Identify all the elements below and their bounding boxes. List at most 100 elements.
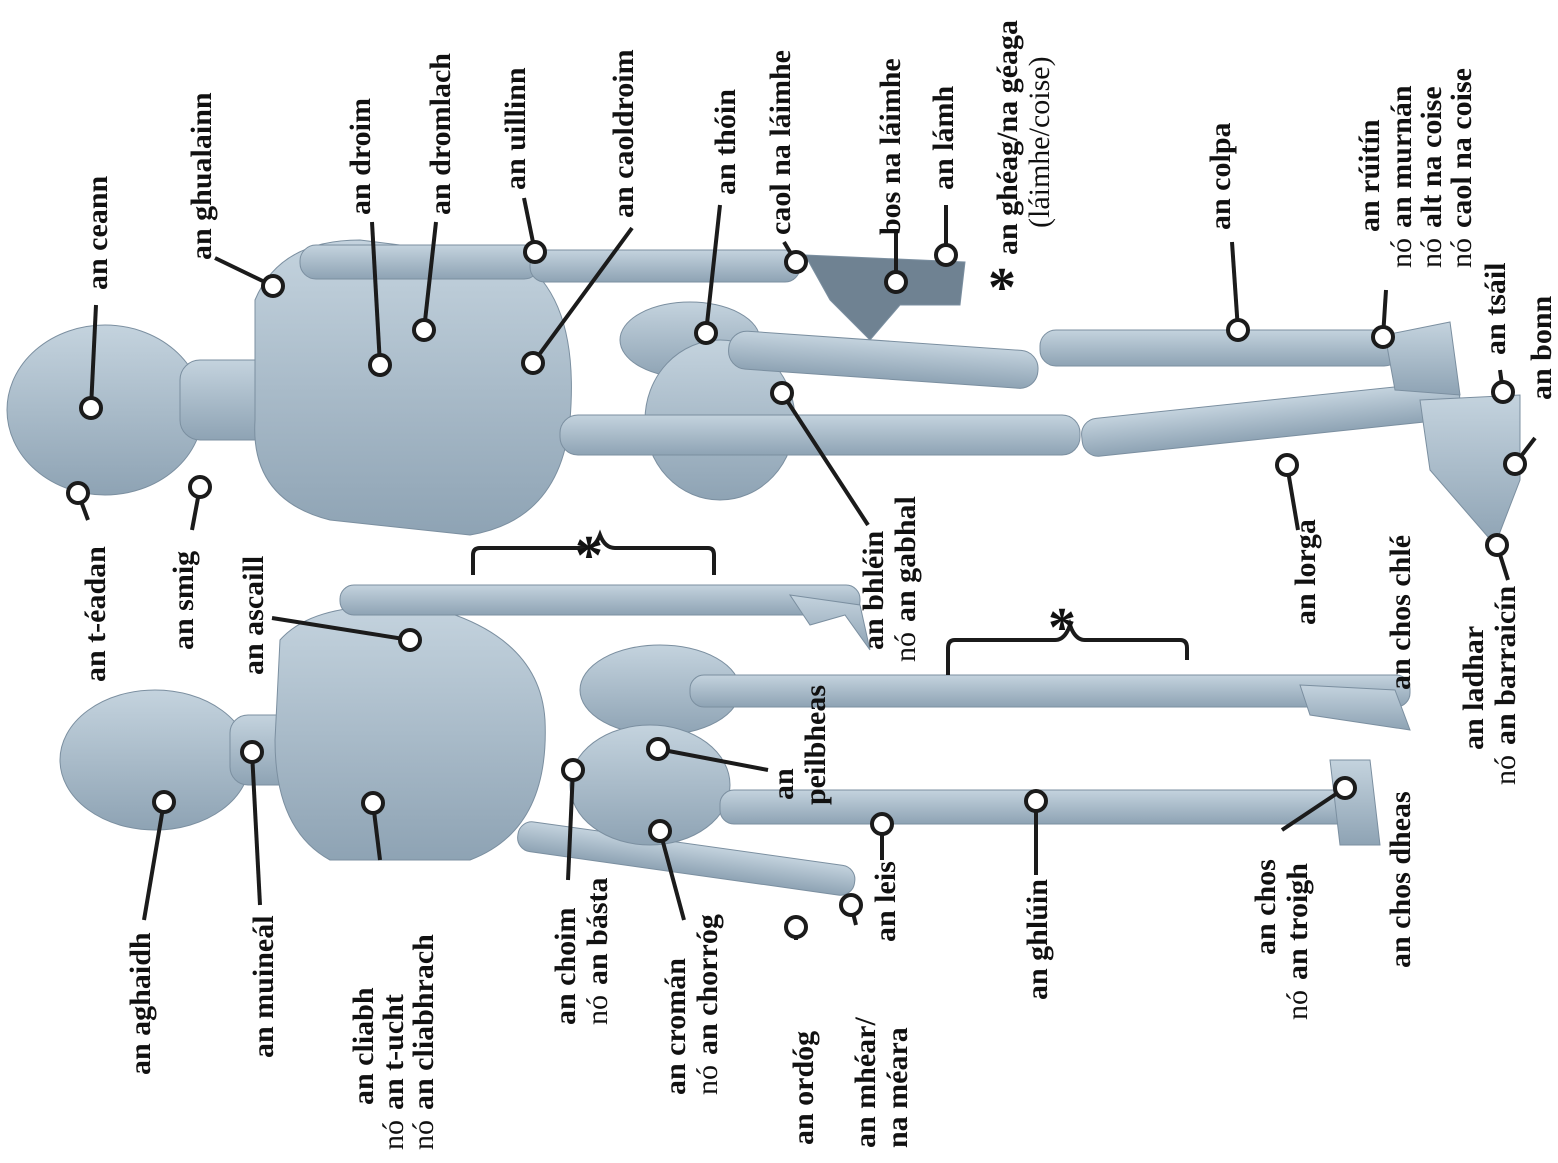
label-cliabhrach: an cliabhrach [408, 934, 440, 1110]
back-hand [805, 255, 965, 340]
label-aghaidh: an aghaidh [125, 932, 157, 1075]
marker-tsail [1493, 382, 1513, 402]
label-ceann: an ceann [82, 176, 114, 290]
star-arm: * [575, 540, 603, 572]
back-head [7, 325, 203, 495]
marker-muineal [242, 742, 262, 762]
label-choim: an choim [550, 907, 582, 1025]
label-ladhar: an ladhar [1458, 626, 1490, 750]
label-croman: an cromán [660, 958, 692, 1095]
label-ghualainn: an ghualainn [186, 92, 218, 260]
back-shin-2 [1080, 380, 1462, 458]
label-barraicin: an barraicín [1490, 586, 1522, 745]
label-muineal: an muineál [248, 915, 280, 1058]
label-ascaill: an ascaill [238, 556, 270, 675]
label-lorga: an lorga [1290, 519, 1322, 625]
label-chos: an chos [1250, 859, 1282, 955]
marker-ghualainn [263, 276, 283, 296]
label-uillinn: an uillinn [500, 67, 532, 190]
label-bonn: an bonn [1526, 296, 1558, 400]
label-geag-sub: (láimhe/coise) [1024, 56, 1056, 228]
marker-choim [563, 760, 583, 780]
label-meara: na méara [882, 1027, 914, 1148]
label-chorrog: an chorróg [692, 914, 724, 1055]
label-alt-coise: alt na coise [1416, 86, 1448, 228]
marker-croman [650, 821, 670, 841]
marker-ascaill [400, 630, 420, 650]
back-torso [255, 240, 572, 535]
marker-lorga [1277, 455, 1297, 475]
label-croman-no: nó [692, 1065, 724, 1095]
marker-leis [872, 814, 892, 834]
marker-mhear [841, 895, 861, 915]
marker-thoin [696, 323, 716, 343]
label-gabhal: an gabhal [890, 496, 922, 622]
label-droim: an droim [345, 98, 377, 215]
label-caol-laimhe: caol na láimhe [765, 50, 797, 235]
label-chos-no: nó [1282, 990, 1314, 1020]
marker-ordog [786, 917, 806, 937]
label-mhear: an mhéar/ [850, 1017, 882, 1148]
marker-bos-laimhe [886, 272, 906, 292]
label-bos-laimhe: bos na láimhe [875, 58, 907, 235]
label-geag: an ghéag/na géaga [992, 20, 1024, 255]
marker-smig [190, 477, 210, 497]
label-ruitin-no-3: nó [1446, 238, 1478, 268]
marker-cliabh [363, 793, 383, 813]
front-foot-raised [1300, 685, 1410, 730]
label-ghluin: an ghlúin [1022, 879, 1054, 1000]
label-bhlein: an bhléin [858, 531, 890, 650]
label-leis: an leis [870, 861, 902, 942]
front-arm-raised [340, 585, 860, 615]
marker-peilbheas [648, 739, 668, 759]
back-upper-arm [300, 245, 540, 279]
marker-teadan [68, 483, 88, 503]
label-murnan: an murnán [1386, 85, 1418, 228]
label-cliabh: an cliabh [348, 987, 380, 1105]
marker-ladhar [1487, 535, 1507, 555]
marker-bhlein [772, 383, 792, 403]
label-cliabh-no-1: nó [378, 1120, 410, 1150]
leader-line-choim [568, 770, 573, 880]
leader-line-colpa [1232, 242, 1238, 330]
marker-colpa [1228, 320, 1248, 340]
label-tucht: an t-ucht [378, 994, 410, 1110]
label-bhlein-no: nó [890, 632, 922, 662]
label-dromlach: an dromlach [425, 53, 457, 215]
label-thoin: an thóin [710, 89, 742, 195]
label-ruitin-no-2: nó [1416, 238, 1448, 268]
label-lamh: an lámh [928, 86, 960, 190]
label-choim-no: nó [582, 995, 614, 1025]
marker-uillinn [525, 242, 545, 262]
label-ladhar-no: nó [1490, 755, 1522, 785]
leader-line-bhlein [782, 393, 868, 525]
label-cliabh-no-2: nó [408, 1120, 440, 1150]
label-colpa: an colpa [1205, 122, 1237, 230]
label-troigh: an troigh [1282, 863, 1314, 980]
marker-droim [370, 355, 390, 375]
marker-lamh [936, 245, 956, 265]
label-peilbheas-2: peilbheas [800, 685, 832, 805]
marker-bonn [1505, 454, 1525, 474]
label-chos-dheas: an chos dheas [1385, 791, 1417, 968]
back-foot-1 [1385, 322, 1460, 395]
back-forearm [530, 250, 800, 282]
marker-chos [1335, 778, 1355, 798]
label-tsail: an tsáil [1480, 262, 1512, 355]
marker-ruitin [1373, 327, 1393, 347]
marker-dromlach [414, 320, 434, 340]
label-caoldroim: an caoldroim [608, 49, 640, 218]
label-smig: an smig [168, 551, 200, 650]
label-basta: an básta [582, 877, 614, 985]
marker-ghluin [1026, 791, 1046, 811]
label-caol-coise: caol na coise [1446, 68, 1478, 228]
label-ruitin: an rúitín [1354, 119, 1386, 232]
front-foot-lower [1330, 760, 1380, 845]
back-shin-1 [1040, 330, 1400, 366]
marker-caol-laimhe [786, 252, 806, 272]
label-teadan: an t-éadan [80, 546, 112, 682]
marker-caoldroim [523, 353, 543, 373]
label-chos-chle: an chos chlé [1385, 535, 1417, 690]
label-ruitin-no-1: nó [1386, 238, 1418, 268]
